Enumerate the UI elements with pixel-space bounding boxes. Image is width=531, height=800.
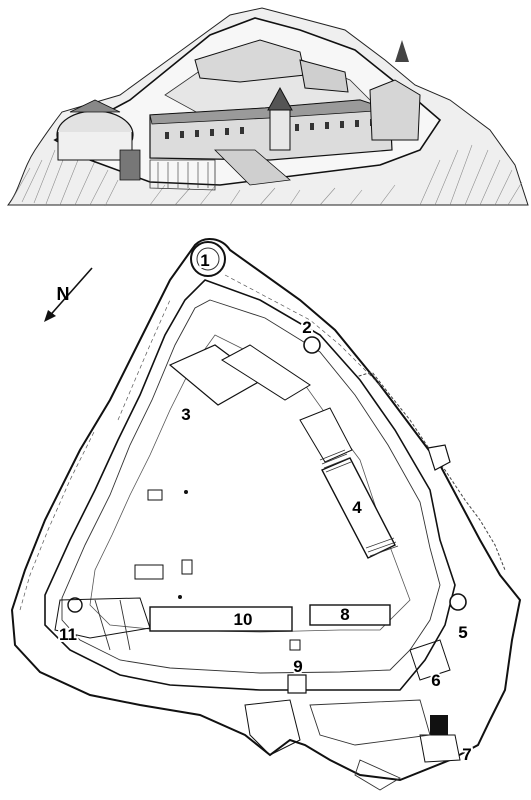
label-6: 6 (431, 671, 440, 690)
arrow-icon (45, 267, 93, 321)
label-5: 5 (458, 623, 467, 642)
label-11: 11 (59, 625, 77, 644)
svg-text:4: 4 (352, 498, 362, 517)
fortress-plan (10, 238, 522, 791)
label-2: 2 (302, 318, 311, 337)
arrow-head-icon (44, 310, 56, 322)
label-3: 3 (181, 405, 190, 424)
svg-text:1: 1 (200, 251, 209, 270)
svg-text:5: 5 (458, 623, 467, 642)
label-4: 4 (352, 498, 362, 517)
plan-labels: 1 1 2 2 3 3 4 4 5 5 6 6 7 7 8 8 9 9 10 1… (57, 249, 474, 766)
svg-text:6: 6 (431, 671, 440, 690)
label-10: 10 (234, 610, 253, 629)
svg-text:11: 11 (59, 625, 77, 644)
svg-text:7: 7 (462, 745, 471, 764)
svg-text:8: 8 (340, 605, 349, 624)
label-9: 9 (293, 657, 302, 676)
label-8: 8 (340, 605, 349, 624)
svg-text:2: 2 (302, 318, 311, 337)
label-1: 1 (200, 251, 209, 270)
fortress-perspective-view (6, 7, 529, 207)
svg-text:9: 9 (293, 657, 302, 676)
label-7: 7 (462, 745, 471, 764)
svg-text:3: 3 (181, 405, 190, 424)
north-arrow: N (44, 267, 93, 322)
north-label: N (57, 284, 70, 304)
svg-text:10: 10 (234, 610, 253, 629)
